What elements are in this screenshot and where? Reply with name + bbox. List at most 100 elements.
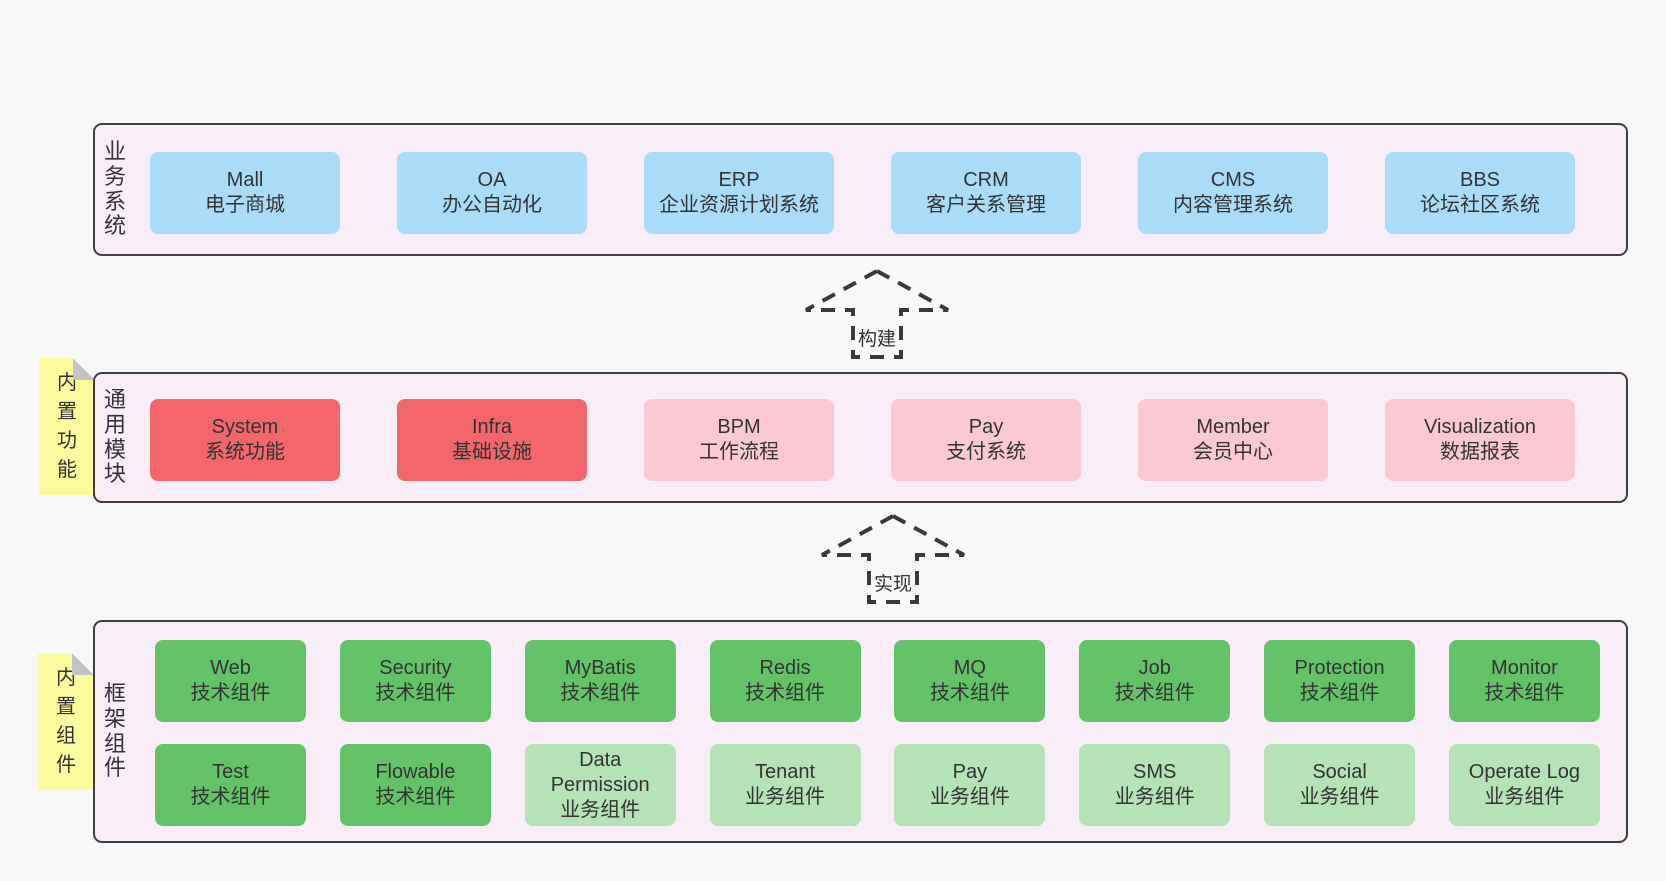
component-box-redis: Redis 技术组件 xyxy=(709,640,861,722)
box-title: Data Permission xyxy=(550,748,650,796)
box-subtitle: 数据报表 xyxy=(1440,441,1520,463)
note-label: 内置组件 xyxy=(56,666,76,776)
box-title: Flowable xyxy=(375,761,456,783)
up-arrow-icon xyxy=(805,268,949,359)
box-title: Test xyxy=(212,761,249,783)
components-row-1: Web 技术组件 Security 技术组件 MyBatis 技术组件 Redi… xyxy=(155,640,1600,722)
box-subtitle: 技术组件 xyxy=(375,786,456,808)
box-title: BBS xyxy=(1459,169,1501,191)
business-box-cms: CMS 内容管理系统 xyxy=(1138,152,1328,234)
box-title: CRM xyxy=(963,169,1009,191)
box-subtitle: 技术组件 xyxy=(560,682,641,704)
box-title: Tenant xyxy=(755,761,816,783)
box-subtitle: 技术组件 xyxy=(1114,682,1195,704)
box-subtitle: 基础设施 xyxy=(452,441,532,463)
box-title: Protection xyxy=(1294,657,1385,679)
box-subtitle: 办公自动化 xyxy=(442,194,542,216)
section-side-label: 通用模块 xyxy=(104,374,126,501)
box-subtitle: 业务组件 xyxy=(1299,786,1380,808)
section-side-label: 框架组件 xyxy=(104,622,126,841)
business-box-crm: CRM 客户关系管理 xyxy=(891,152,1081,234)
box-subtitle: 客户关系管理 xyxy=(926,194,1046,216)
box-subtitle: 技术组件 xyxy=(375,682,456,704)
component-box-test: Test 技术组件 xyxy=(155,744,306,826)
module-box-bpm: BPM 工作流程 xyxy=(644,399,834,481)
section-framework-components: 框架组件 Web 技术组件 Security 技术组件 MyBatis 技术组件… xyxy=(93,620,1628,843)
component-box-pay: Pay 业务组件 xyxy=(894,744,1046,826)
component-box-mq: MQ 技术组件 xyxy=(894,640,1046,722)
arrow-implement-label: 实现 xyxy=(870,569,916,596)
arrow-build-label: 构建 xyxy=(854,324,900,351)
box-title: Job xyxy=(1138,657,1171,679)
component-box-social: Social 业务组件 xyxy=(1264,744,1416,826)
box-title: Security xyxy=(379,657,452,679)
box-title: Redis xyxy=(759,657,811,679)
component-box-mybatis: MyBatis 技术组件 xyxy=(524,640,676,722)
box-title: BPM xyxy=(717,416,761,438)
box-subtitle: 业务组件 xyxy=(1114,786,1195,808)
components-row-2: Test 技术组件 Flowable 技术组件 Data Permission … xyxy=(155,744,1600,826)
component-box-operate-log: Operate Log 业务组件 xyxy=(1448,744,1600,826)
box-title: CMS xyxy=(1210,169,1256,191)
box-subtitle: 工作流程 xyxy=(699,441,779,463)
box-title: MyBatis xyxy=(564,657,636,679)
module-box-infra: Infra 基础设施 xyxy=(397,399,587,481)
box-subtitle: 技术组件 xyxy=(190,682,271,704)
up-arrow-icon xyxy=(821,513,965,604)
box-subtitle: 技术组件 xyxy=(190,786,271,808)
note-builtin-features: 内置功能 xyxy=(39,358,95,495)
module-box-member: Member 会员中心 xyxy=(1138,399,1328,481)
box-title: System xyxy=(211,416,279,438)
arrow-implement: 实现 xyxy=(814,513,972,610)
box-title: Operate Log xyxy=(1468,761,1580,783)
modules-row: System 系统功能 Infra 基础设施 BPM 工作流程 Pay 支付系统… xyxy=(150,399,1575,481)
box-subtitle: 技术组件 xyxy=(929,682,1010,704)
business-box-mall: Mall 电子商城 xyxy=(150,152,340,234)
note-fold-corner xyxy=(73,358,95,380)
section-common-modules: 通用模块 System 系统功能 Infra 基础设施 BPM 工作流程 Pay… xyxy=(93,372,1628,503)
box-title: Mall xyxy=(226,169,264,191)
component-box-flowable: Flowable 技术组件 xyxy=(339,744,491,826)
side-label-text: 通用模块 xyxy=(104,386,127,487)
component-box-sms: SMS 业务组件 xyxy=(1079,744,1231,826)
box-title: Infra xyxy=(471,416,513,438)
box-subtitle: 论坛社区系统 xyxy=(1420,194,1540,216)
component-box-protection: Protection 技术组件 xyxy=(1264,640,1416,722)
box-title: Web xyxy=(210,657,251,679)
box-subtitle: 会员中心 xyxy=(1193,441,1273,463)
module-box-pay: Pay 支付系统 xyxy=(891,399,1081,481)
component-box-data-permission: Data Permission 业务组件 xyxy=(524,744,676,826)
arrow-build: 构建 xyxy=(798,268,956,365)
box-subtitle: 技术组件 xyxy=(1484,682,1565,704)
box-subtitle: 业务组件 xyxy=(929,786,1010,808)
business-box-erp: ERP 企业资源计划系统 xyxy=(644,152,834,234)
box-subtitle: 业务组件 xyxy=(1484,786,1565,808)
box-subtitle: 系统功能 xyxy=(205,441,285,463)
component-box-web: Web 技术组件 xyxy=(155,640,306,722)
box-title: Monitor xyxy=(1491,657,1558,679)
box-subtitle: 内容管理系统 xyxy=(1173,194,1293,216)
box-title: Visualization xyxy=(1424,416,1536,438)
component-box-security: Security 技术组件 xyxy=(339,640,491,722)
box-subtitle: 技术组件 xyxy=(1299,682,1380,704)
business-box-bbs: BBS 论坛社区系统 xyxy=(1385,152,1575,234)
side-label-text: 框架组件 xyxy=(104,680,127,781)
module-box-system: System 系统功能 xyxy=(150,399,340,481)
component-box-tenant: Tenant 业务组件 xyxy=(709,744,861,826)
note-fold-corner xyxy=(72,653,94,675)
box-title: Social xyxy=(1312,761,1367,783)
box-subtitle: 技术组件 xyxy=(745,682,826,704)
box-title: Pay xyxy=(968,416,1004,438)
box-title: SMS xyxy=(1133,761,1177,783)
box-title: Member xyxy=(1196,416,1270,438)
box-subtitle: 企业资源计划系统 xyxy=(659,194,819,216)
business-box-oa: OA 办公自动化 xyxy=(397,152,587,234)
box-subtitle: 支付系统 xyxy=(946,441,1026,463)
section-business-systems: 业务系统 Mall 电子商城 OA 办公自动化 ERP 企业资源计划系统 CRM… xyxy=(93,123,1628,256)
component-box-monitor: Monitor 技术组件 xyxy=(1448,640,1600,722)
business-row: Mall 电子商城 OA 办公自动化 ERP 企业资源计划系统 CRM 客户关系… xyxy=(150,152,1575,234)
note-builtin-components: 内置组件 xyxy=(38,653,94,790)
box-title: Pay xyxy=(952,761,988,783)
box-subtitle: 业务组件 xyxy=(560,798,641,821)
component-box-job: Job 技术组件 xyxy=(1079,640,1231,722)
